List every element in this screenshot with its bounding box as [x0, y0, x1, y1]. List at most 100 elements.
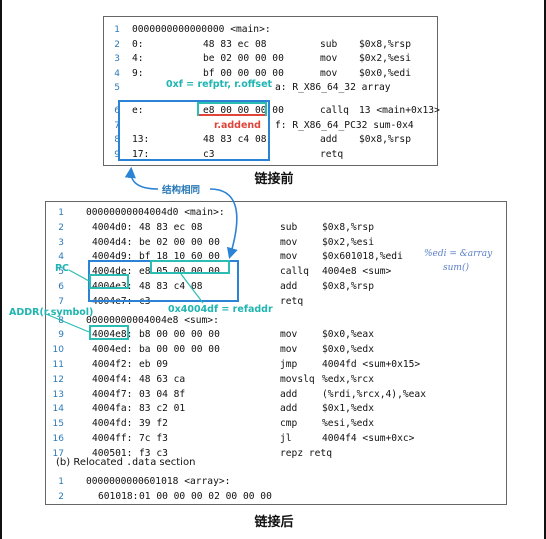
line-number: 9 [58, 330, 64, 341]
hex-bytes: f3 c3 [139, 447, 168, 459]
address: 4004f7: [92, 388, 133, 400]
hex-bytes: bf 00 00 00 00 [203, 67, 284, 79]
line-number: 6 [58, 282, 64, 292]
address: 9: [132, 67, 144, 79]
before-call-highlight [118, 100, 270, 161]
addr-symbol-annotation: ADDR(r.symbol) [9, 307, 94, 318]
line-number: 12 [52, 374, 64, 385]
line-number: 11 [52, 360, 64, 370]
mnemonic: cmp [280, 418, 298, 430]
operands: $0x8,%rsp [322, 221, 374, 233]
mnemonic: mov [280, 251, 298, 263]
operands: $0x1,%edx [322, 403, 374, 415]
hex-bytes: 48 83 c4 08 [203, 134, 267, 146]
mnemonic: sub [280, 221, 298, 233]
mnemonic: mov [320, 67, 338, 79]
address: 0000000000000000 <main>: [132, 24, 271, 35]
after-refaddr-highlight [150, 260, 230, 274]
data-section-suffix: section [156, 457, 196, 468]
refptr-annotation: 0xf = refptr, r.offset [166, 79, 273, 90]
address: 601018: [98, 491, 139, 502]
mnemonic: f: R_X86_64_PC32 sum-0x4 [275, 119, 414, 131]
operands: $0x2,%esi [359, 53, 411, 65]
mnemonic: sub [320, 38, 338, 50]
line-number: 5 [58, 267, 64, 278]
address: 13: [132, 134, 150, 146]
after-caption: 链接后 [254, 515, 294, 530]
mnemonic: a: R_X86_64_32 array [275, 82, 391, 94]
address: 4004e3: [92, 281, 133, 292]
mnemonic: mov [280, 236, 298, 248]
address: 4004f4: [92, 373, 133, 385]
hex-bytes: b8 00 00 00 00 [139, 329, 220, 341]
address: 400501: [92, 447, 133, 459]
address: 0000000000601018 <array>: [86, 476, 231, 487]
hex-bytes: e8 05 00 00 00 [139, 266, 220, 278]
mnemonic: movslq [280, 373, 315, 385]
mnemonic: retq [320, 148, 344, 160]
operands: 4004e8 <sum> [322, 266, 392, 278]
operands: %edx,%rcx [322, 373, 374, 385]
line-number: 1 [58, 208, 64, 218]
address: 4004d4: [92, 236, 133, 248]
code-line: 4 9: bf 00 00 00 00 mov $0x0,%edi [104, 67, 434, 81]
data-section-heading: (b) Relocated .data section [56, 457, 195, 468]
same-structure-annotation: 结构相同 [162, 185, 201, 196]
code-line: 9 17: c3 retq [104, 148, 434, 162]
operands: %esi,%edx [322, 418, 374, 430]
line-number: 4 [58, 252, 64, 263]
after-pc-highlight [89, 274, 129, 289]
address: e: [132, 105, 144, 116]
sum-comment: sum() [443, 263, 469, 273]
mnemonic: mov [280, 329, 298, 341]
operands: $0x0,%edx [322, 344, 374, 356]
line-number: 1 [58, 477, 64, 487]
code-line: 5 a: R_X86_64_32 array [104, 81, 434, 95]
line-number: 2 [58, 222, 64, 233]
operands: $0x8,%rsp [322, 281, 374, 292]
mnemonic: retq [280, 295, 304, 307]
hex-bytes: e8 00 00 00 00 [203, 105, 284, 116]
mnemonic: mov [320, 53, 338, 65]
operands: $0x0,%eax [322, 329, 374, 341]
before-caption: 链接前 [254, 172, 294, 187]
line-number: 4 [114, 68, 120, 79]
line-number: 10 [52, 345, 64, 356]
address: 4004ff: [92, 433, 133, 444]
line-number: 7 [114, 120, 120, 131]
address: 4004de: [92, 266, 133, 278]
operands: $0x601018,%edi [322, 251, 403, 263]
mnemonic: repz retq [280, 447, 332, 459]
before-addend-underline [199, 114, 265, 116]
hex-bytes: 48 63 ca [139, 373, 186, 385]
address: 4004d9: [92, 251, 133, 263]
line-number: 9 [114, 149, 120, 160]
address: 4: [132, 53, 144, 65]
operands: $0x8,%rsp [359, 38, 411, 50]
edi-comment: %edi = &array [424, 249, 493, 259]
mnemonic: add [280, 388, 298, 400]
operands: $0x0,%edi [359, 67, 411, 79]
line-number: 5 [114, 83, 120, 94]
line-number: 16 [52, 434, 64, 444]
data-section-prefix: (b) Relocated [56, 457, 127, 468]
hex-bytes: 48 83 ec 08 [203, 38, 267, 50]
hex-bytes: c3 [203, 148, 215, 160]
address: 17: [132, 148, 150, 160]
pc-annotation: PC [55, 263, 69, 274]
mnemonic: callq [320, 105, 349, 116]
operands: 13 <main+0x13> [359, 105, 440, 116]
